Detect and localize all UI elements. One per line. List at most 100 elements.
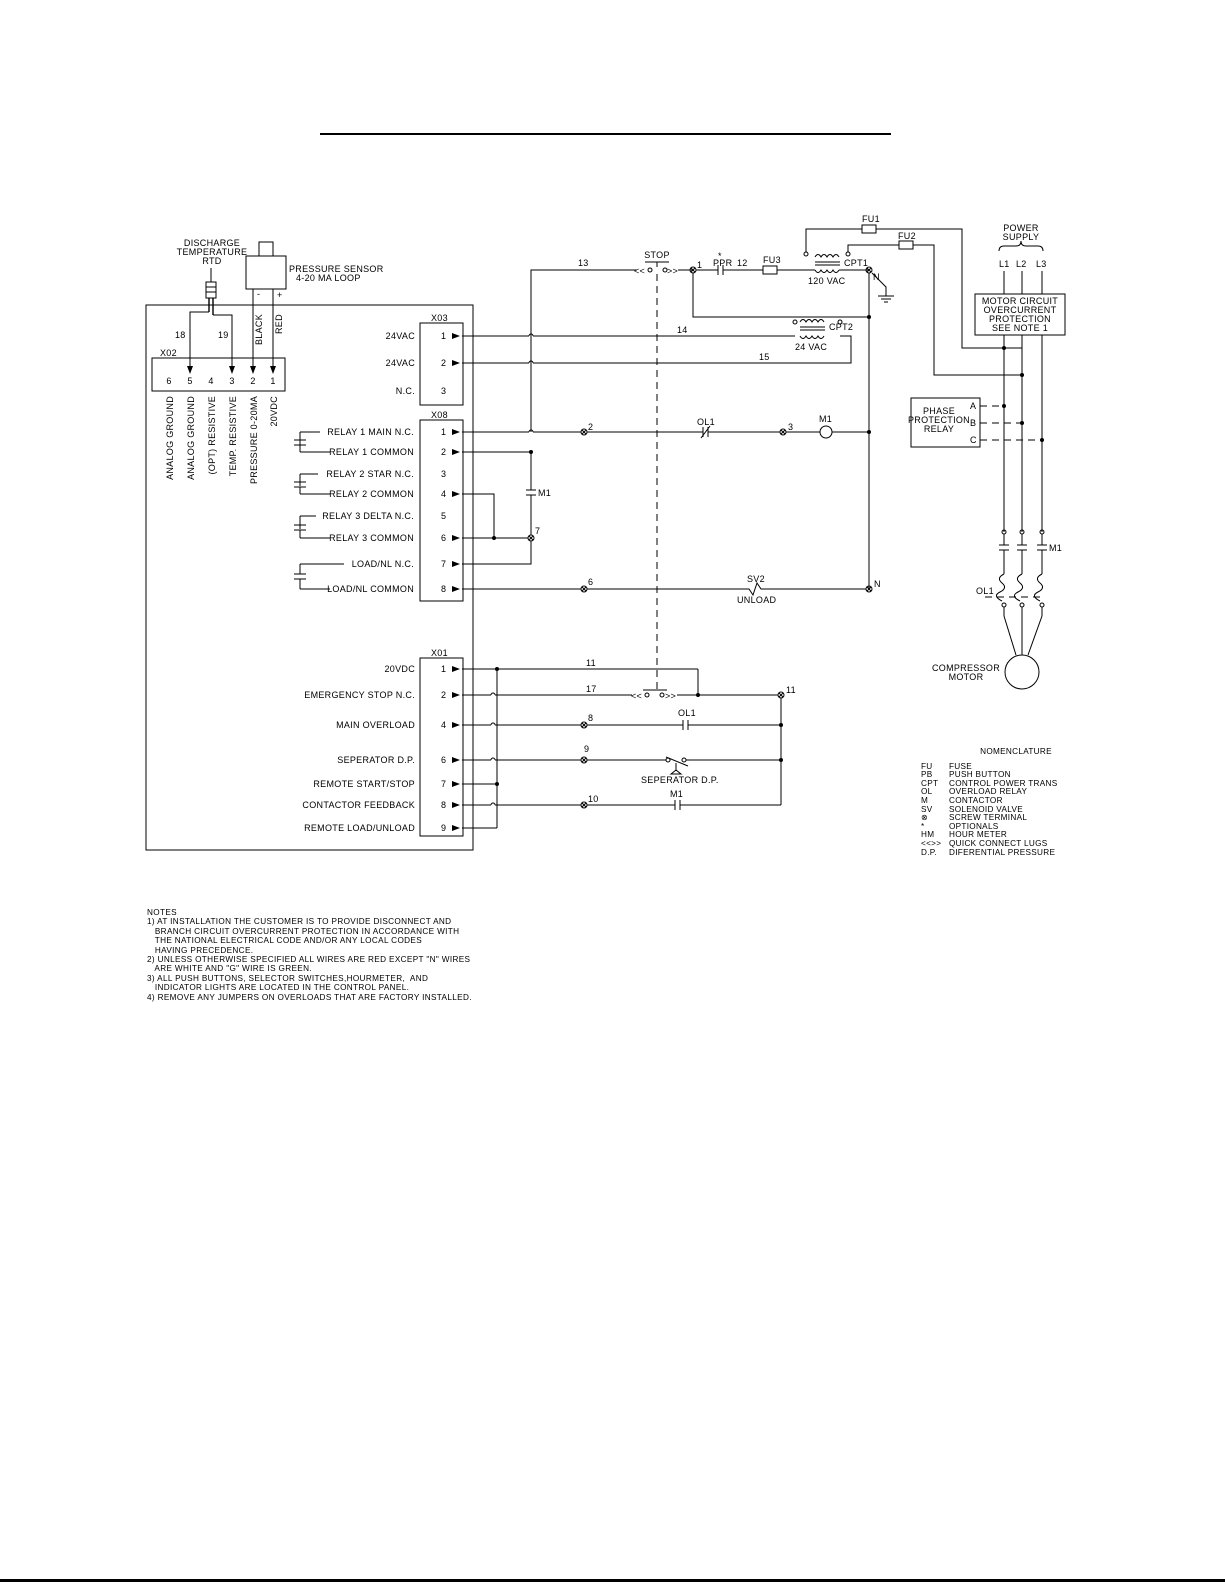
x01-label-1: 20VDC (384, 664, 415, 674)
wire-11-label: 11 (586, 658, 596, 668)
nomenclature-abbr: D.P. (921, 847, 938, 857)
pressure-label-2: 4-20 MA LOOP (296, 273, 361, 283)
m1-fb-label: M1 (670, 789, 683, 799)
note-line: ARE WHITE AND "G" WIRE IS GREEN. (147, 964, 313, 974)
ppr-label: PPR (713, 258, 733, 268)
sep-dp-label: SEPERATOR D.P. (641, 775, 719, 785)
x01-num-9: 9 (441, 823, 446, 833)
x01-num-8: 8 (441, 800, 446, 810)
nomenclature-desc: CONTACTOR (949, 795, 1003, 805)
x08-label-7: LOAD/NL N.C. (352, 559, 414, 569)
x08-label-8: LOAD/NL COMMON (327, 584, 414, 594)
note-line: 1) AT INSTALLATION THE CUSTOMER IS TO PR… (147, 917, 452, 927)
note-line: INDICATOR LIGHTS ARE LOCATED IN THE CONT… (147, 983, 410, 993)
nomenclature-item: <<>>QUICK CONNECT LUGS (921, 839, 1091, 849)
nomenclature-title: NOMENCLATURE (980, 747, 1052, 756)
nomenclature-item: ⊗SCREW TERMINAL (921, 814, 1091, 823)
note-line: 4) REMOVE ANY JUMPERS ON OVERLOADS THAT … (147, 992, 472, 1002)
l1-label: L1 (999, 259, 1010, 269)
wire-15-label: 15 (759, 352, 770, 362)
red-wire-label: RED (274, 314, 284, 334)
x01-num-2: 2 (441, 690, 446, 700)
x02-label-2: PRESSURE 0-20MA (249, 396, 259, 484)
sv2-label: SV2 (747, 574, 765, 584)
mcop-label-2: OVERCURRENT (984, 305, 1057, 315)
vac120-label: 120 VAC (808, 276, 846, 286)
m1-coil-label: M1 (819, 414, 832, 424)
x01-num-6: 6 (441, 755, 446, 765)
estop-quick-connect-right: >> (665, 691, 676, 701)
x03-num-1: 1 (441, 331, 446, 341)
ppr-box-label-1: PHASE (923, 406, 955, 416)
node-9-label: 9 (584, 744, 589, 754)
rtd-label-2: TEMPERATURE (177, 247, 248, 257)
wire-12-label: 12 (737, 258, 748, 268)
wire-18-label: 18 (175, 330, 186, 340)
stop-label: STOP (644, 250, 670, 260)
dc-input-circuit: 11 17 << >> 11 8 OL1 (462, 658, 796, 829)
note-line: HAVING PRECEDENCE. (147, 945, 254, 955)
x02-terminal-3: 3 (229, 376, 234, 386)
mcop-label-3: PROTECTION (989, 314, 1051, 324)
wire-19-label: 19 (218, 330, 229, 340)
phase-c-label: C (970, 435, 977, 445)
x01-label-9: REMOTE LOAD/UNLOAD (304, 823, 415, 833)
x03-label-1: 24VAC (386, 331, 416, 341)
note-line: BRANCH CIRCUIT OVERCURRENT PROTECTION IN… (147, 926, 460, 936)
x01-terminal-block: X01 1 2 4 6 7 8 9 20VDC EMERGENCY STOP N… (302, 648, 464, 837)
nomenclature-abbr: ⊗ (921, 813, 929, 823)
x02-label-5: ANALOG GROUND (186, 396, 196, 480)
pressure-sensor: PRESSURE SENSOR 4-20 MA LOOP - + BLACK R… (245, 241, 383, 374)
x01-label-6: SEPERATOR D.P. (337, 755, 415, 765)
x03-num-2: 2 (441, 358, 446, 368)
node-8-label: 8 (588, 713, 593, 723)
x08-num-5: 5 (441, 511, 446, 521)
power-supply-label-2: SUPPLY (1003, 232, 1040, 242)
x08-label-2: RELAY 1 COMMON (329, 447, 414, 457)
x02-label-6: ANALOG GROUND (165, 396, 175, 480)
x08-num-4: 4 (441, 489, 446, 499)
ppr-star: * (718, 251, 722, 261)
power-circuit: POWER SUPPLY L1 L2 L3 MOTOR CIRCUIT OVER… (908, 223, 1066, 690)
x08-label-6: RELAY 3 COMMON (329, 533, 414, 543)
nomenclature-item: D.P. DIFERENTIAL PRESSURE (921, 847, 1091, 858)
x02-label-4: (OPT) RESISTIVE (207, 396, 217, 475)
motor-circuit-protection-box (974, 293, 1066, 336)
x08-label-1: RELAY 1 MAIN N.C. (327, 427, 414, 437)
x02-terminal-5: 5 (187, 376, 192, 386)
fu2-label: FU2 (898, 231, 916, 241)
fu3-label: FU3 (763, 255, 781, 265)
power-m1-label: M1 (1049, 543, 1062, 553)
x01-label-8: CONTACTOR FEEDBACK (302, 800, 415, 810)
nomenclature-desc: DIFERENTIAL PRESSURE (949, 847, 1056, 857)
m1-contact-label: M1 (538, 488, 551, 498)
nomenclature-desc: PUSH BUTTON (949, 770, 1011, 780)
l2-label: L2 (1016, 259, 1027, 269)
stop-quick-connect-right: >> (667, 266, 678, 276)
x08-label-4: RELAY 2 COMMON (329, 489, 414, 499)
controller-outline (145, 304, 474, 851)
x08-num-6: 6 (441, 533, 446, 543)
x03-terminal-block: X03 1 2 3 24VAC 24VAC N.C. (386, 313, 464, 406)
fu1-label: FU1 (862, 214, 880, 224)
nomenclature-abbr: OL (921, 787, 933, 797)
unload-label: UNLOAD (737, 595, 777, 605)
x02-title: X02 (160, 348, 177, 358)
nomenclature-desc: CONTROL POWER TRANS (949, 778, 1058, 788)
stop-quick-connect-left: << (634, 266, 645, 276)
n-bottom-label: N (874, 579, 881, 589)
nomenclature-desc: SOLENOID VALVE (949, 804, 1023, 814)
x02-label-1: 20VDC (269, 396, 279, 427)
phase-a-label: A (970, 401, 976, 411)
x08-num-7: 7 (441, 559, 446, 569)
power-supply-label-1: POWER (1003, 223, 1039, 233)
x03-title: X03 (431, 313, 448, 323)
x01-label-7: REMOTE START/STOP (313, 779, 415, 789)
wire-14-label: 14 (677, 325, 688, 335)
nomenclature-abbr: PB (921, 770, 933, 780)
pressure-minus: - (257, 289, 260, 299)
